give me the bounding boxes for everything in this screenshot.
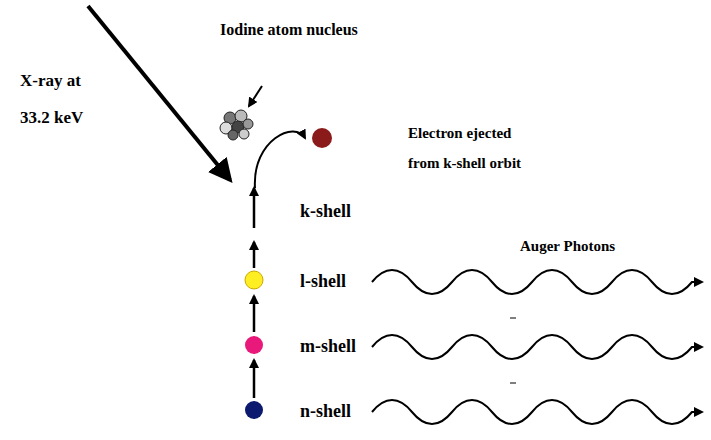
nucleus-label: Iodine atom nucleus [220, 20, 410, 40]
nucleus [220, 110, 253, 140]
cascade-arrows [253, 188, 256, 398]
stray-marks [510, 318, 516, 383]
photon-label: Auger Photons [520, 236, 660, 256]
xray-label: X-ray at 33.2 keV [20, 62, 108, 136]
m-shell-electron [245, 336, 263, 354]
l-shell-electron [245, 271, 263, 289]
shell-label: k-shell [300, 200, 390, 222]
n-shell-electron [245, 401, 263, 419]
shell-label: m-shell [300, 335, 370, 357]
shell-label: n-shell [300, 400, 370, 422]
ejection-curve [255, 131, 305, 188]
nucleus-pointer [249, 86, 262, 106]
shell-label: l-shell [300, 270, 370, 292]
ejected-electron [312, 128, 332, 148]
xray-arrow [88, 6, 230, 180]
photon-waves [372, 270, 702, 424]
electron-label: Electron ejected from k-shell orbit [408, 118, 543, 178]
